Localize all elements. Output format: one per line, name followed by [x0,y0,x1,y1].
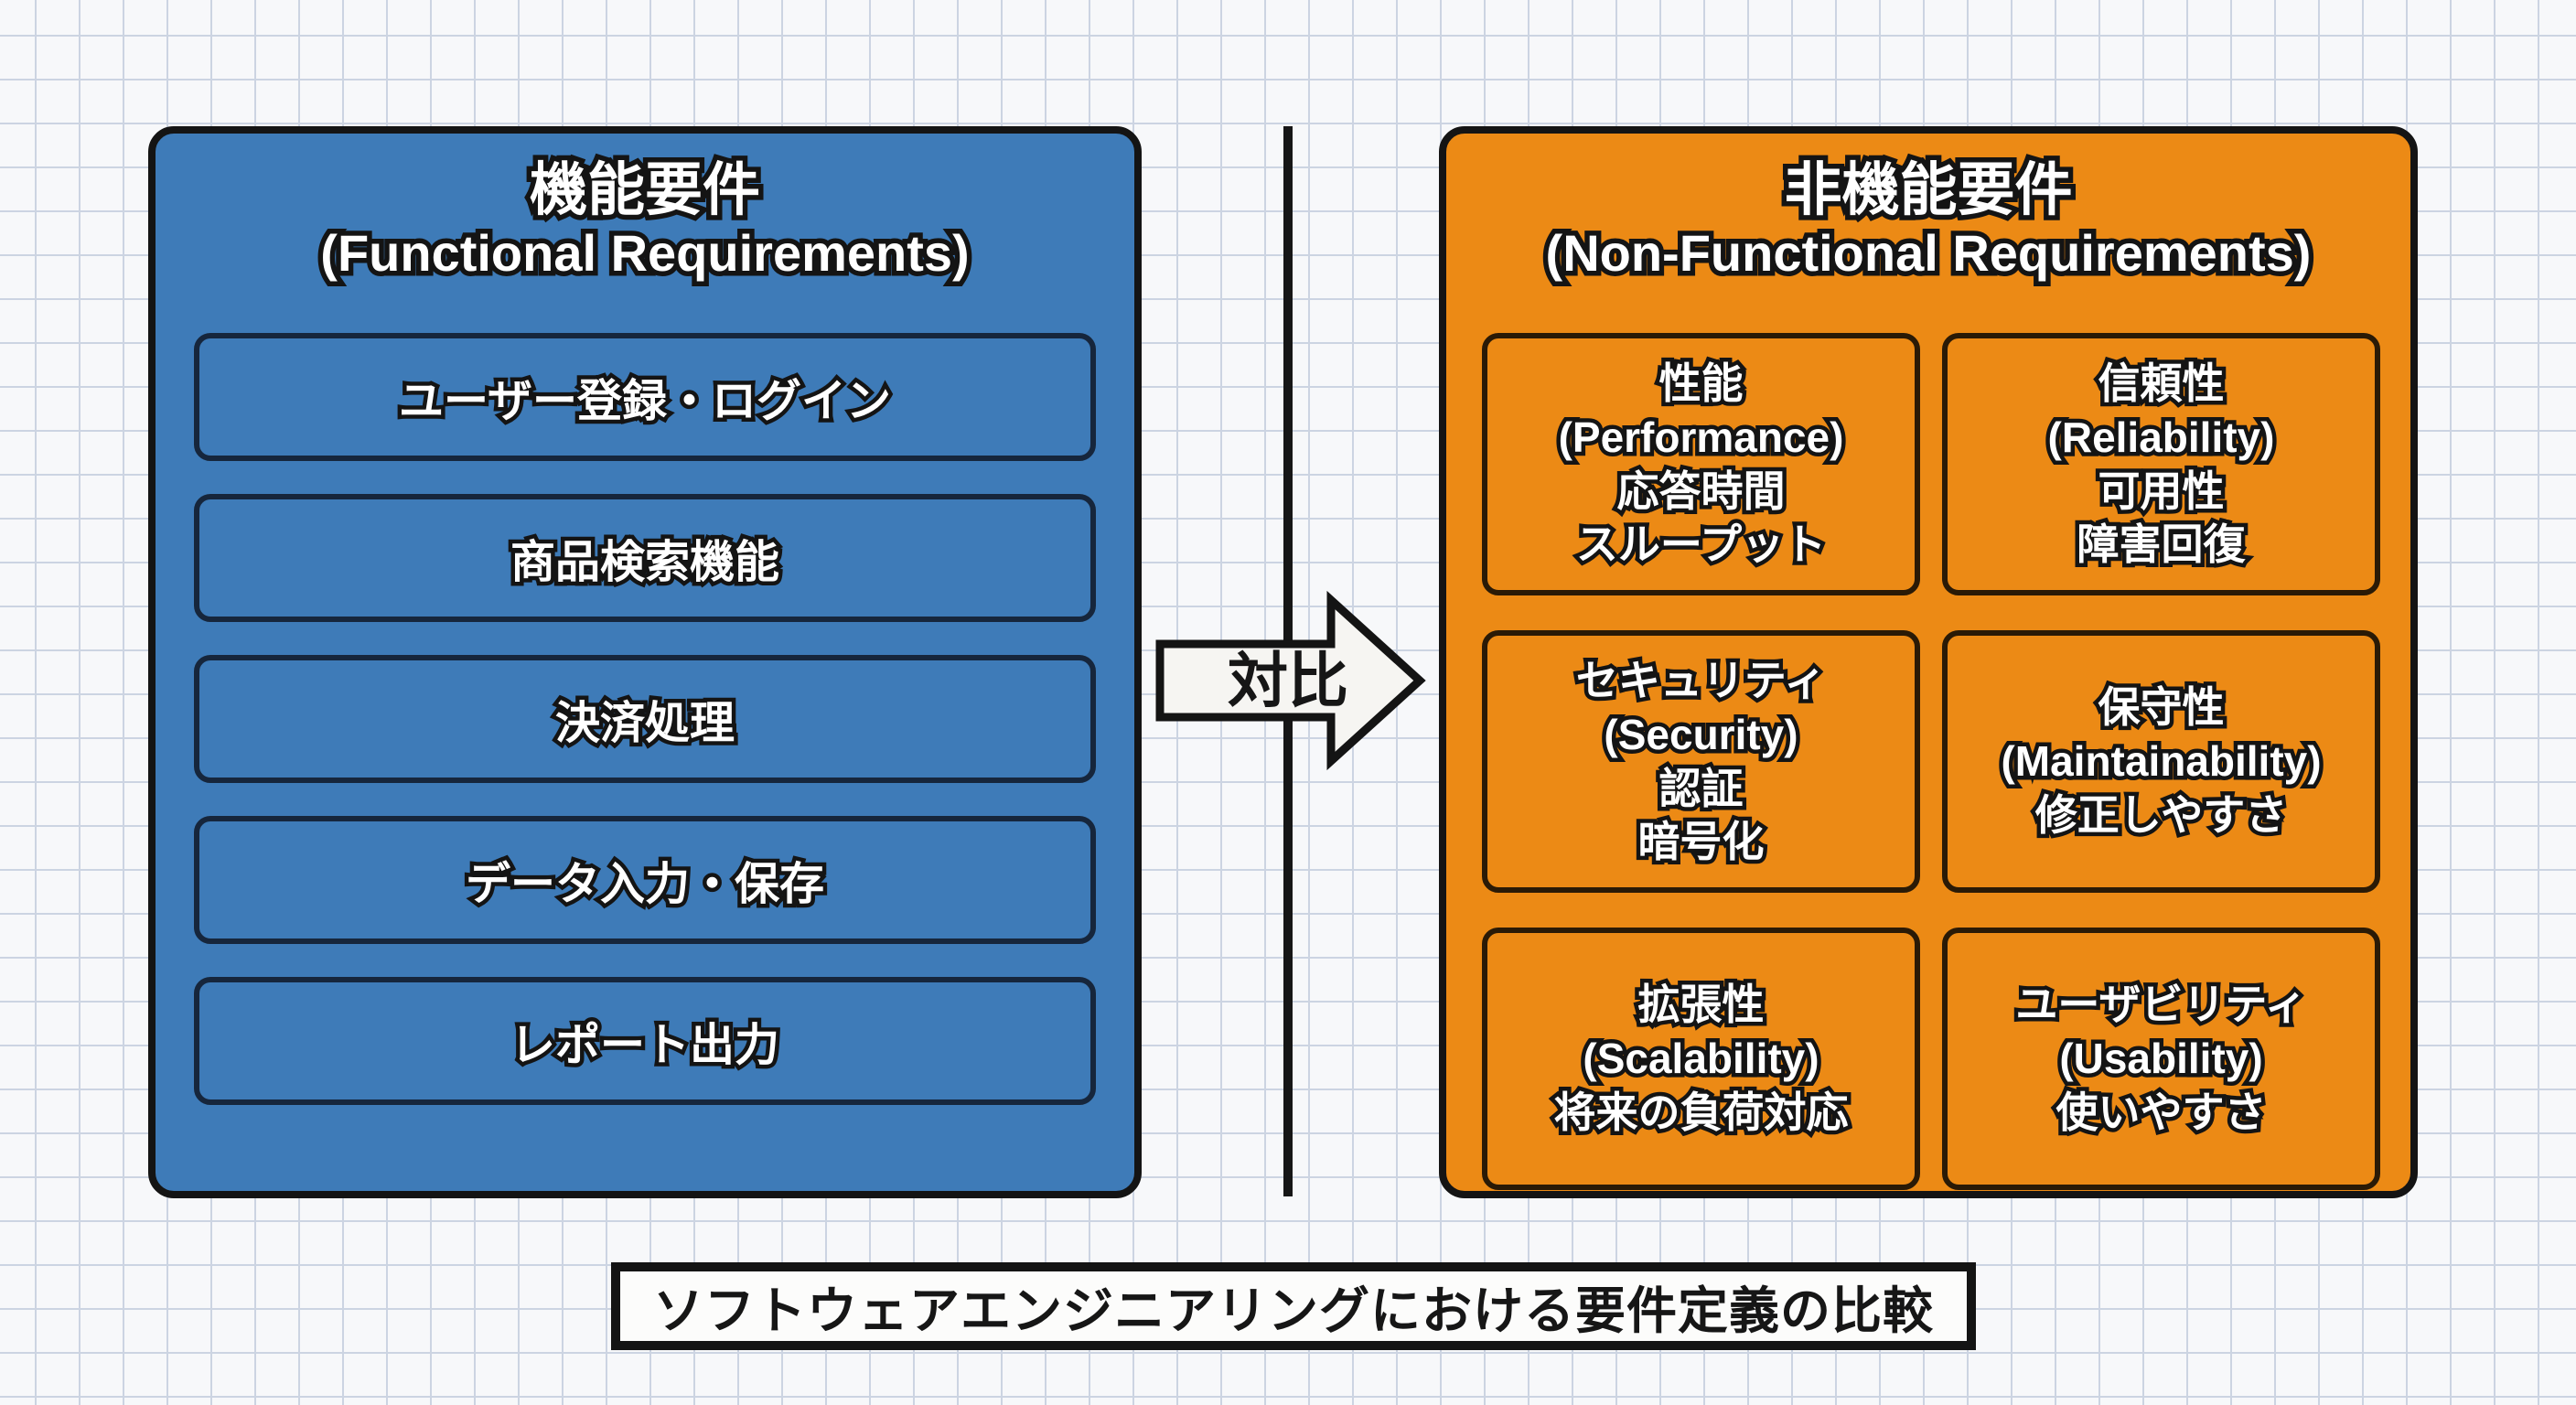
non-functional-cell-text: ユーザビリティ (Usability) 使いやすさ ユーザビリティ (Usabi… [2012,977,2311,1141]
non-functional-cell-text: セキュリティ (Security) 認証 暗号化 セキュリティ (Securit… [1572,652,1830,870]
functional-item-label: 決済処理 決済処理 [551,694,738,752]
non-functional-cell-text: 信頼性 (Reliability) 可用性 障害回復 信頼性 (Reliabil… [2044,355,2279,573]
non-functional-cell-text: 性能 (Performance) 応答時間 スループット 性能 (Perform… [1554,355,1848,573]
arrow-label: 対比 [1228,647,1348,714]
functional-item-label: データ入力・保存 データ入力・保存 [461,855,828,913]
comparison-arrow: 対比 [1155,590,1426,771]
non-functional-title-jp: 非機能要件 非機能要件 [1779,153,2077,227]
non-functional-cell-reliability: 信頼性 (Reliability) 可用性 障害回復 信頼性 (Reliabil… [1942,333,2380,596]
diagram-caption-bar: ソフトウェアエンジニアリングにおける要件定義の比較 [611,1262,1976,1350]
functional-panel-header: 機能要件 機能要件 (Functional Requirements) (Fun… [156,153,1134,287]
functional-title-en: (Functional Requirements) (Functional Re… [316,220,974,287]
arrow-shape [1155,590,1426,771]
non-functional-cell-text: 拡張性 (Scalability) 将来の負荷対応 拡張性 (Scalabili… [1550,977,1852,1141]
non-functional-cell-security: セキュリティ (Security) 認証 暗号化 セキュリティ (Securit… [1482,630,1920,894]
non-functional-requirements-panel: 非機能要件 非機能要件 (Non-Functional Requirements… [1439,126,2418,1198]
functional-items-list: ユーザー登録・ログイン ユーザー登録・ログイン 商品検索機能 商品検索機能 決済… [194,333,1096,1106]
non-functional-cell-text: 保守性 (Maintainability) 修正しやすさ 保守性 (Mainta… [1997,680,2325,843]
functional-item-data-input-save: データ入力・保存 データ入力・保存 [194,816,1096,945]
functional-item-product-search: 商品検索機能 商品検索機能 [194,494,1096,623]
non-functional-title-en: (Non-Functional Requirements) (Non-Funct… [1540,220,2316,287]
functional-title-jp: 機能要件 機能要件 [525,153,766,227]
non-functional-panel-header: 非機能要件 非機能要件 (Non-Functional Requirements… [1446,153,2410,287]
functional-item-report-output: レポート出力 レポート出力 [194,977,1096,1106]
non-functional-cells-grid: 性能 (Performance) 応答時間 スループット 性能 (Perform… [1446,333,2410,1191]
non-functional-cell-maintainability: 保守性 (Maintainability) 修正しやすさ 保守性 (Mainta… [1942,630,2380,894]
non-functional-cell-performance: 性能 (Performance) 応答時間 スループット 性能 (Perform… [1482,333,1920,596]
functional-item-payment-processing: 決済処理 決済処理 [194,655,1096,784]
functional-item-label: 商品検索機能 商品検索機能 [506,533,783,591]
functional-requirements-panel: 機能要件 機能要件 (Functional Requirements) (Fun… [148,126,1142,1198]
non-functional-cell-scalability: 拡張性 (Scalability) 将来の負荷対応 拡張性 (Scalabili… [1482,928,1920,1191]
functional-item-label: ユーザー登録・ログイン ユーザー登録・ログイン [394,372,895,430]
functional-item-label: レポート出力 レポート出力 [506,1016,783,1074]
functional-item-user-registration-login: ユーザー登録・ログイン ユーザー登録・ログイン [194,333,1096,462]
non-functional-cell-usability: ユーザビリティ (Usability) 使いやすさ ユーザビリティ (Usabi… [1942,928,2380,1191]
diagram-caption-text: ソフトウェアエンジニアリングにおける要件定義の比較 [652,1282,1934,1339]
